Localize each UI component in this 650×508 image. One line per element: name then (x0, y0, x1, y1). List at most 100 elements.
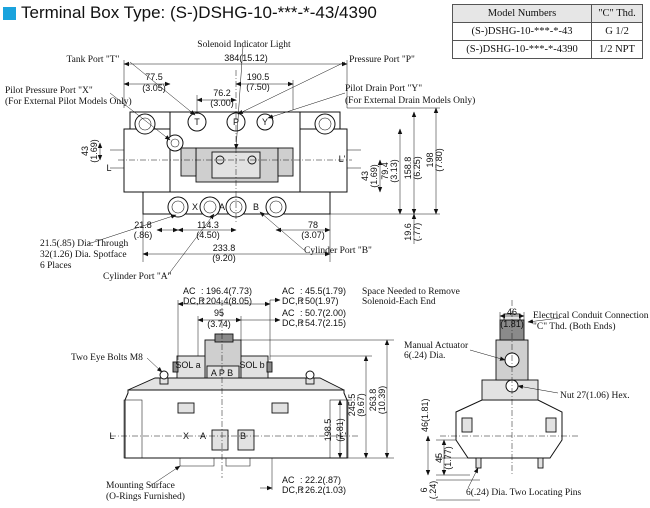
ac2-label: AC (282, 286, 295, 296)
body-plug (211, 429, 229, 451)
ac2-value: : 45.5(1.79) (300, 286, 346, 296)
dcr1-label: DC,R (183, 296, 205, 306)
dcr4-label: DC,R (282, 485, 304, 495)
body-plug (237, 429, 255, 451)
label-nut: Nut 27(1.06) Hex. (560, 390, 630, 401)
label-sol-a: SOL a (175, 360, 200, 370)
eye-bolt-icon (305, 370, 315, 380)
mounting-bolt-icon (199, 196, 221, 218)
side-plug (545, 417, 557, 433)
front-view: SOL a SOL b A P B L X A B L' AC : 196.4(… (71, 286, 460, 502)
label-locating-pins: 6(.24) Dia. Two Locating Pins (466, 487, 582, 498)
section-marker-l: L (109, 431, 114, 441)
dim-233-8-inch: (9.20) (212, 253, 236, 263)
title-text: Terminal Box Type: (S-)DSHG-10-***-*-43/… (21, 3, 377, 22)
dim-79-4-inch: (3.13) (389, 159, 399, 183)
port-letter-a: A (219, 202, 225, 212)
dim-198: 198 (425, 152, 435, 167)
port-letter-x: X (183, 431, 189, 441)
dim-245-5: 245.5 (347, 394, 357, 417)
dcr3-label: DC,R (282, 318, 304, 328)
mounting-bolt-icon (134, 113, 156, 135)
model-numbers-table: Model Numbers "C" Thd. (S-)DSHG-10-***-*… (452, 4, 643, 59)
dim-76-2: 76.2 (213, 88, 231, 98)
dim-95-inch: (3.74) (207, 319, 231, 329)
label-eye-bolts: Two Eye Bolts M8 (71, 353, 143, 363)
space-note-1: Space Needed to Remove (362, 287, 460, 297)
manual-actuator-a (172, 361, 179, 373)
port-letter-b: B (253, 202, 259, 212)
eye-bolt-icon (159, 370, 169, 380)
body-side-lines (110, 149, 361, 169)
mounting-bolt-icon (167, 196, 189, 218)
label-sol-b: SOL b (239, 360, 264, 370)
label-conduit-2: "C" Thd. (Both Ends) (533, 321, 616, 332)
section-marker-l-prime: L' (339, 154, 346, 164)
dim-198-5-inch: (7.81) (335, 418, 345, 442)
label-tank-port: Tank Port "T" (66, 55, 119, 65)
dim-46-top: 46 (507, 307, 517, 317)
pilot-base-plate (127, 377, 345, 391)
dim-19-6-inch: (.77) (412, 223, 422, 242)
label-pressure-port: Pressure Port "P" (349, 55, 415, 65)
valve-body-front (124, 389, 348, 459)
dim-6-inch: (.24) (428, 481, 438, 500)
label-through-hole: 21.5(.85) Dia. Through (40, 238, 128, 249)
dim-114-3: 114.3 (197, 220, 219, 230)
label-pilot-drain-note: (For External Drain Models Only) (345, 95, 475, 106)
ac4-value: : 22.2(.87) (300, 475, 341, 485)
section-marker-l: L (106, 163, 111, 173)
manual-actuator-b (266, 361, 273, 373)
dim-79-4: 79.4 (380, 162, 390, 180)
dim-43-left: 43 (80, 146, 90, 156)
dim-43-right-inch: (1.69) (369, 164, 379, 188)
dcr4-value: : 26.2(1.03) (300, 485, 346, 495)
title-marker-icon (3, 6, 16, 20)
label-o-rings: (O-Rings Furnished) (106, 491, 185, 502)
dim-190-5-inch: (7.50) (246, 82, 270, 92)
label-apb: A P B (211, 368, 233, 378)
dim-158-8-inch: (6.25) (412, 156, 422, 180)
dim-95: 95 (214, 308, 224, 318)
page-title: Terminal Box Type: (S-)DSHG-10-***-*-43/… (3, 2, 377, 24)
label-places: 6 Places (40, 261, 72, 271)
body-plug (271, 402, 289, 414)
dcr2-value: : 50(1.97) (300, 296, 339, 306)
dim-198-inch: (7.80) (434, 148, 444, 172)
side-view: 46 (1.81) Electrical Conduit Connection … (404, 300, 649, 501)
dim-114-3-inch: (4.50) (196, 230, 220, 240)
dim-6: 6 (419, 487, 429, 492)
dim-78-inch: (3.07) (301, 230, 325, 240)
pilot-port-plate (206, 365, 240, 379)
label-conduit-1: Electrical Conduit Connection (533, 311, 649, 321)
dim-233-8: 233.8 (213, 243, 236, 253)
ac1-value: : 196.4(7.73) (201, 286, 252, 296)
dim-190-5: 190.5 (247, 72, 270, 82)
dim-384: 384(15.12) (224, 53, 268, 63)
ac3-value: : 50.7(2.00) (300, 308, 346, 318)
top-view: T P Y X A B L L' 384(15.12) 190.5 (7.50)… (5, 40, 475, 282)
dim-21-8-inch: (.86) (134, 230, 153, 240)
port-x-circle (166, 134, 184, 152)
label-solenoid-indicator-light: Solenoid Indicator Light (197, 40, 291, 50)
ac4-label: AC (282, 475, 295, 485)
dim-46-top-inch: (1.81) (500, 319, 524, 329)
solenoid-b-block (277, 147, 294, 177)
solenoid-a-block (180, 147, 197, 177)
dcr2-label: DC,R (282, 296, 304, 306)
label-manual-actuator: Manual Actuator (404, 341, 469, 351)
dim-263-8: 263.8 (368, 389, 378, 412)
table-cell-model: (S-)DSHG-10-***-*-4390 (452, 40, 592, 59)
side-plug (461, 417, 473, 433)
label-cylinder-port-a: Cylinder Port "A" (103, 272, 172, 282)
port-letter-a: A (200, 431, 206, 441)
dim-245-5-inch: (9.67) (356, 393, 366, 417)
mounting-bolt-icon (314, 113, 336, 135)
dim-21-8: 21.8 (134, 220, 152, 230)
table-header-thread: "C" Thd. (591, 4, 643, 23)
dim-19-6: 19.6 (403, 223, 413, 241)
label-actuator-dia: 6(.24) Dia. (404, 350, 445, 361)
dim-77-5-inch: (3.05) (142, 83, 166, 93)
label-pilot-pressure-note: (For External Pilot Models Only) (5, 96, 132, 107)
dim-77-5: 77.5 (145, 72, 163, 82)
